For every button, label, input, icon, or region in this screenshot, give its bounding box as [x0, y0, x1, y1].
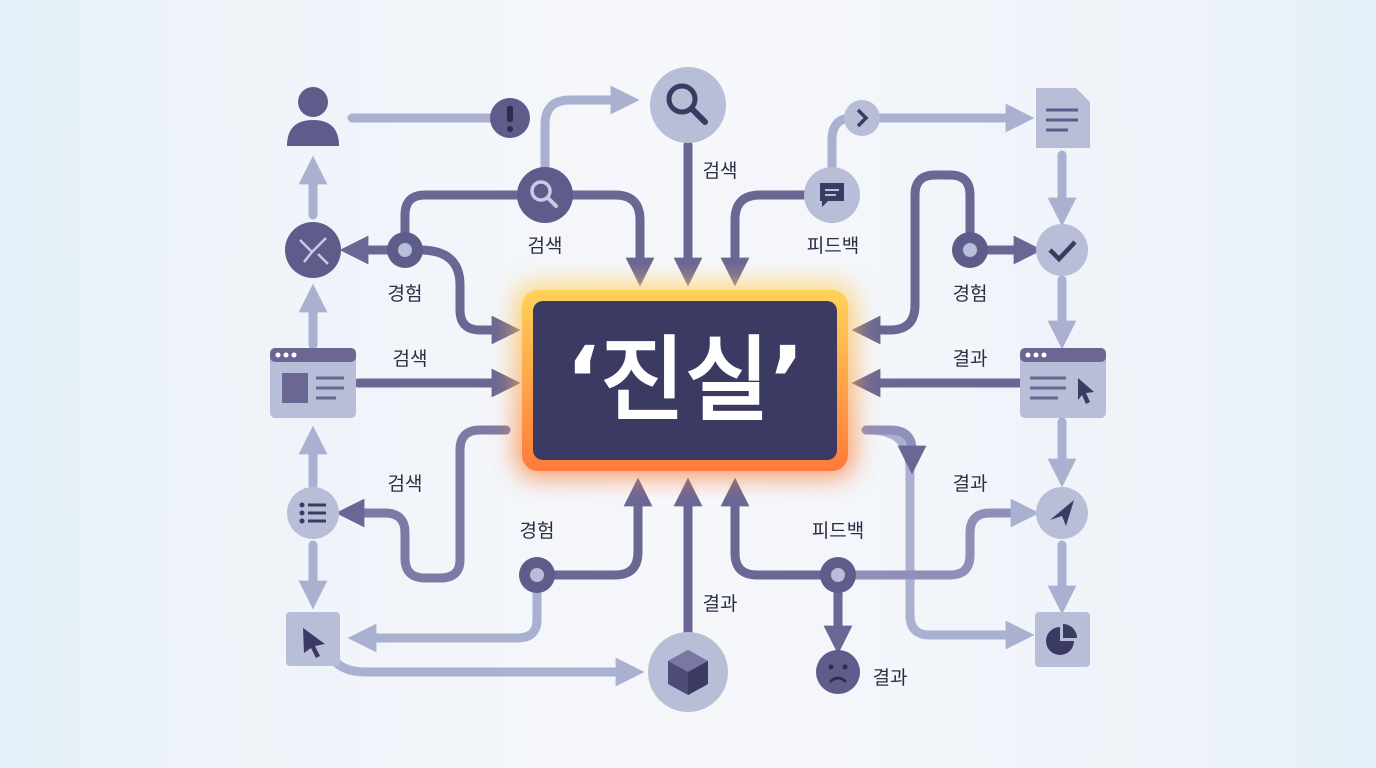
chat-icon: [804, 167, 860, 223]
pie-chart-icon: [1035, 612, 1090, 667]
send-icon: [1036, 487, 1088, 539]
junction-node: [519, 557, 555, 593]
labels: 검색 검색 피드백 경험 경험 검색 결과 검색 결과 경험 피드백 결과 결과: [388, 160, 988, 689]
label-bottom-result: 결과: [703, 593, 738, 615]
label-bottom-left-search: 검색: [388, 473, 423, 495]
label-bottom-right-result: 결과: [953, 473, 988, 495]
label-bottom-feedback: 피드백: [812, 520, 864, 542]
cube-icon: [648, 632, 728, 712]
cursor-icon: [286, 612, 340, 666]
label-top-feedback: 피드백: [807, 235, 859, 257]
browser-window-icon: [1020, 348, 1106, 418]
document-icon: [1036, 88, 1090, 148]
label-right-result: 결과: [953, 348, 988, 370]
check-icon: [1036, 224, 1088, 276]
alert-icon: [490, 98, 530, 138]
person-icon: [287, 87, 339, 146]
label-bottom-experience: 경험: [520, 520, 555, 542]
junction-node: [820, 557, 856, 593]
browser-window-icon: [270, 348, 356, 418]
junction-node: [952, 232, 988, 268]
center-truth-box: ‘진실’: [515, 283, 855, 478]
list-icon: [287, 487, 339, 539]
chevron-right-icon: [844, 100, 880, 136]
center-title: ‘진실’: [565, 327, 804, 434]
label-sad-result: 결과: [873, 667, 908, 689]
sad-face-icon: [816, 650, 860, 694]
search-icon: [650, 67, 726, 143]
label-top-left-search: 검색: [528, 235, 563, 257]
label-left-experience: 경험: [388, 283, 423, 305]
network-icon: [285, 222, 341, 278]
label-left-search: 검색: [393, 348, 428, 370]
search-icon: [517, 167, 573, 223]
label-right-experience: 경험: [953, 283, 988, 305]
junction-node: [387, 232, 423, 268]
label-top-search: 검색: [703, 160, 738, 182]
